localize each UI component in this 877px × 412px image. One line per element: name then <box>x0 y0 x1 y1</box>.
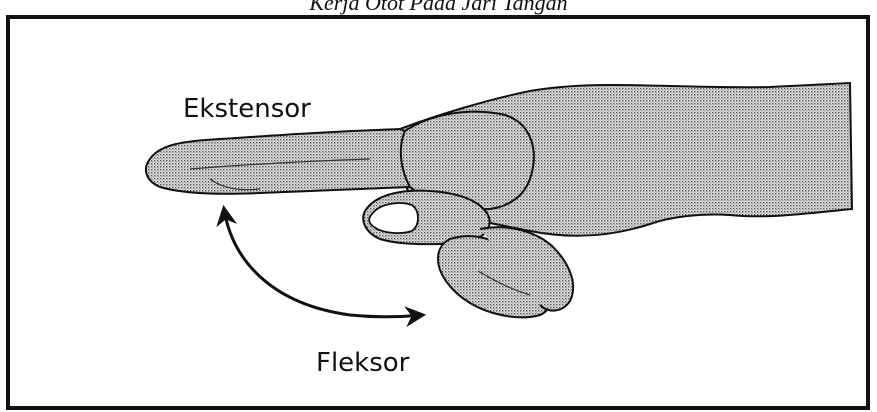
figure-caption: Kerja Otot Pada Jari Tangan <box>0 0 877 15</box>
flexor-label: Fleksor <box>316 348 409 378</box>
extensor-label: Ekstensor <box>183 94 311 124</box>
hand-illustration <box>10 19 866 406</box>
figure-frame: Ekstensor Fleksor <box>6 15 870 410</box>
index-finger-shape <box>146 129 415 194</box>
